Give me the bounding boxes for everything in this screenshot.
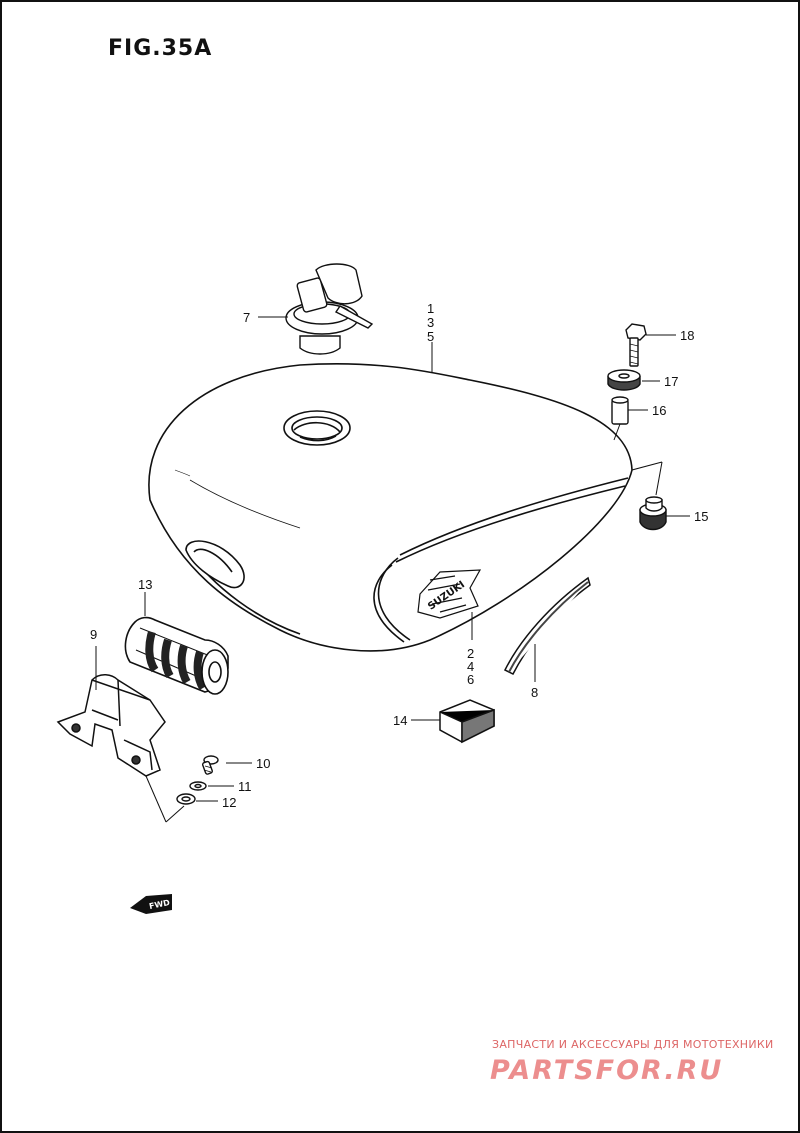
callout-4: 4 xyxy=(467,659,475,674)
callout-10: 10 xyxy=(256,756,271,771)
callout-17: 17 xyxy=(664,374,679,389)
callout-14: 14 xyxy=(393,713,408,728)
watermark-logo: PARTSFOR.RU xyxy=(490,1055,724,1086)
callout-16: 16 xyxy=(652,403,667,418)
callout-15: 15 xyxy=(694,509,709,524)
callout-2: 2 xyxy=(467,646,475,661)
cushion-block[interactable] xyxy=(439,699,495,744)
mounting-collar[interactable] xyxy=(607,369,641,391)
callout-7: 7 xyxy=(243,310,251,325)
figure-title: FIG.35A xyxy=(108,36,213,61)
fwd-direction-arrow: FWD xyxy=(130,894,172,914)
mounting-bracket[interactable] xyxy=(56,674,166,777)
rubber-mount[interactable] xyxy=(639,496,667,531)
bracket-screw[interactable] xyxy=(201,755,219,775)
callout-12: 12 xyxy=(222,795,237,810)
fuel-tank[interactable] xyxy=(148,363,633,652)
plain-washer[interactable] xyxy=(176,793,196,805)
suzuki-emblem: SUZUKI xyxy=(417,569,482,619)
mounting-bolt[interactable] xyxy=(625,323,647,367)
fwd-label: FWD xyxy=(148,898,171,911)
rubber-cushion[interactable] xyxy=(124,616,229,695)
callout-5: 5 xyxy=(427,329,435,344)
callout-9: 9 xyxy=(90,627,98,642)
callout-8: 8 xyxy=(531,685,539,700)
callout-13: 13 xyxy=(138,577,153,592)
spring-washer[interactable] xyxy=(189,781,207,791)
spacer-sleeve[interactable] xyxy=(611,396,629,425)
rubber-strip[interactable] xyxy=(503,576,591,676)
callout-18: 18 xyxy=(680,328,695,343)
callout-11: 11 xyxy=(238,779,252,794)
fuel-cap-with-key[interactable] xyxy=(285,263,374,355)
callout-3: 3 xyxy=(427,315,435,330)
watermark-tagline: ЗАПЧАСТИ И АКСЕССУАРЫ ДЛЯ МОТОТЕХНИКИ xyxy=(492,1038,774,1051)
callout-1: 1 xyxy=(427,301,435,316)
callout-6: 6 xyxy=(467,672,475,687)
leader-lines xyxy=(95,316,690,823)
